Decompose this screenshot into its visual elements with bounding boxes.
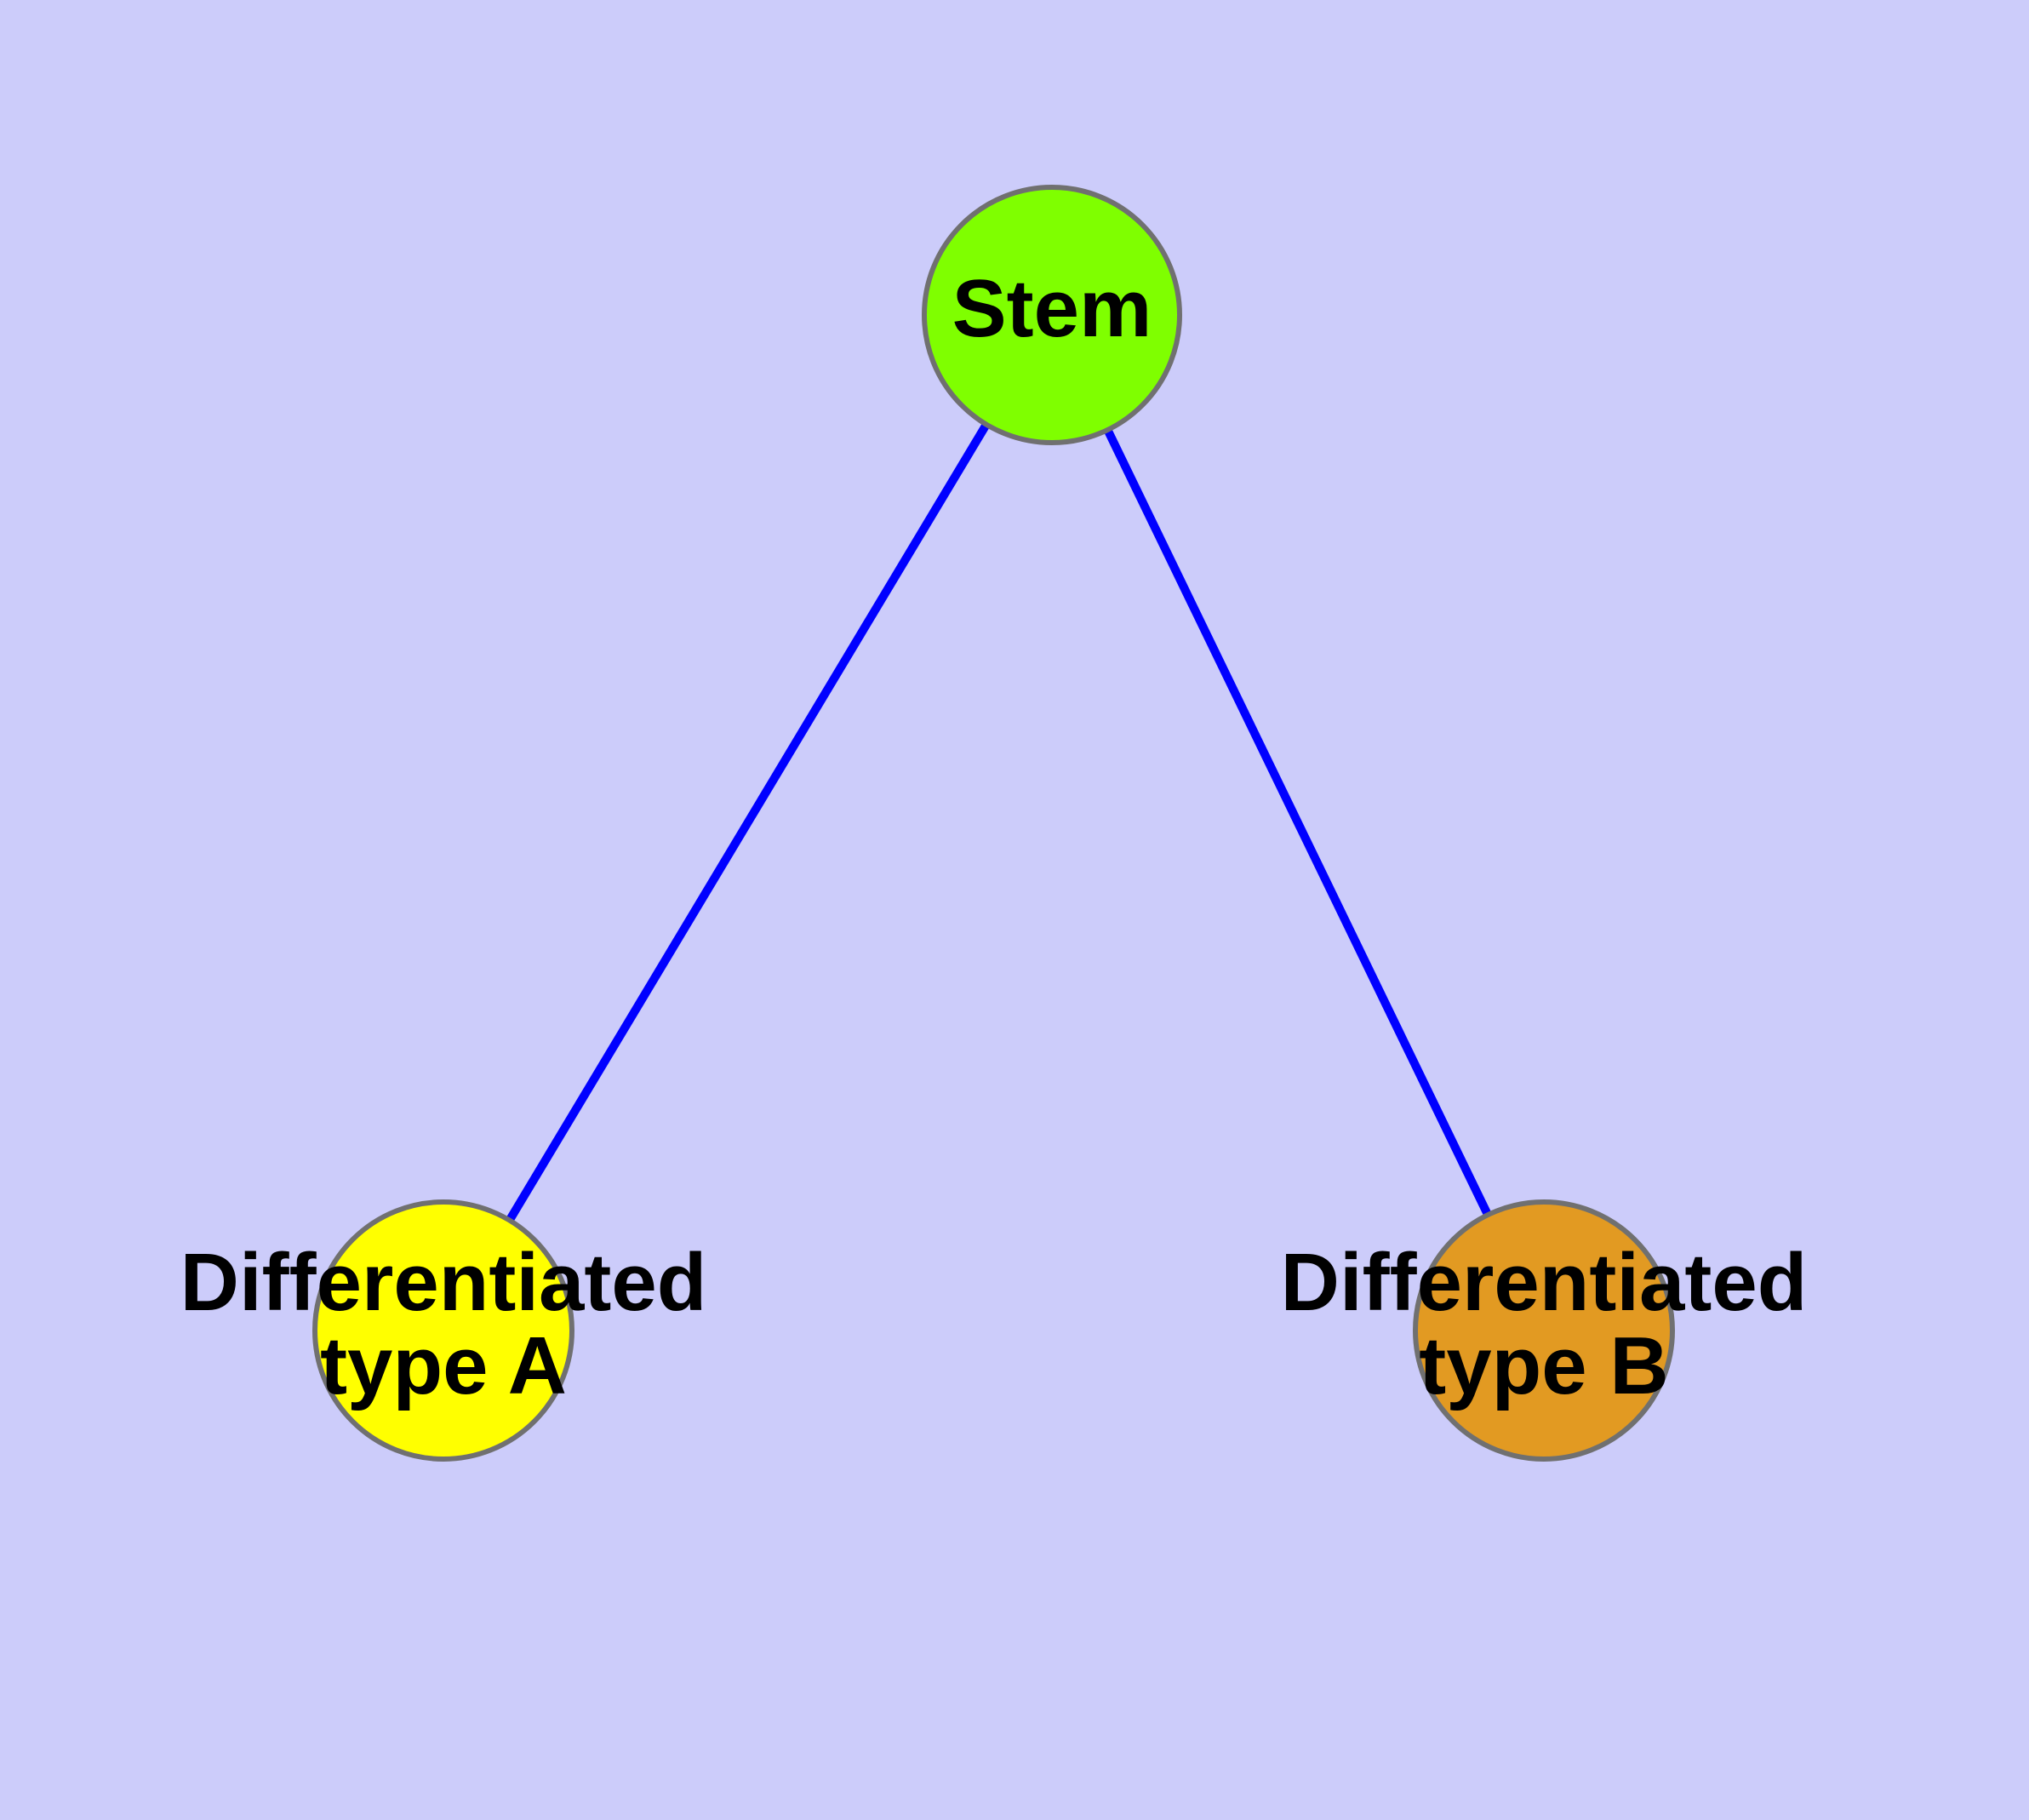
edges-layer — [439, 312, 1548, 1333]
node-label-line: type B — [1419, 1320, 1668, 1411]
node-diff_a[interactable] — [312, 1199, 574, 1462]
edge-stem-diff_b[interactable] — [1048, 312, 1548, 1333]
node-label-line: Differentiated — [180, 1237, 707, 1328]
node-label-line: Differentiated — [1281, 1237, 1808, 1328]
node-label-stem: Stem — [952, 263, 1152, 354]
node-diff_b[interactable] — [1413, 1199, 1675, 1462]
node-label-line: type A — [320, 1320, 567, 1411]
edge-stem-diff_a[interactable] — [439, 312, 1056, 1333]
node-label-line: Stem — [952, 263, 1152, 354]
node-stem[interactable] — [922, 185, 1182, 445]
nodes-layer — [312, 185, 1675, 1462]
